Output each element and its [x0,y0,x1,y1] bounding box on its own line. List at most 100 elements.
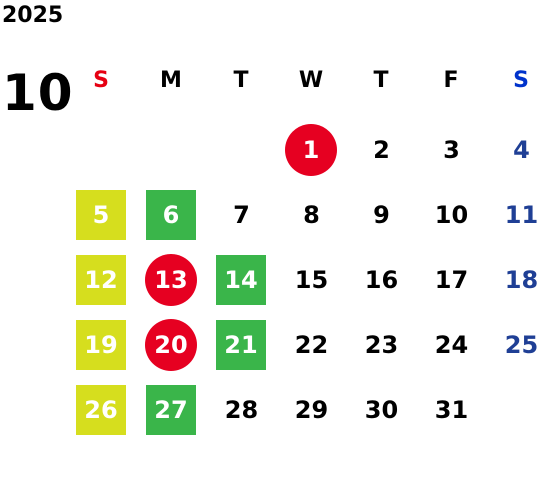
day-number-holder: 28 [216,385,267,436]
red-circle-marker: 13 [145,254,197,306]
calendar-year: 2025 [2,3,64,28]
day-number: 6 [162,200,180,229]
calendar-day[interactable]: 17 [416,248,486,313]
day-number: 18 [504,266,539,294]
calendar-day[interactable]: 15 [276,248,346,313]
day-number: 19 [84,330,118,359]
day-number-holder: 16 [356,255,407,306]
day-number-holder: 17 [426,255,477,306]
calendar-month: 10 [2,64,74,122]
day-number-holder: 2 [356,125,407,176]
day-number-holder: 7 [216,190,267,241]
day-number: 24 [434,331,469,359]
day-number-holder: 15 [286,255,337,306]
yellow-square-marker: 12 [76,255,126,305]
calendar-day[interactable]: 26 [66,378,136,443]
calendar-day[interactable]: 1 [276,118,346,183]
day-number: 23 [364,331,399,359]
day-number: 5 [92,200,110,229]
day-number: 21 [224,330,258,359]
calendar-day[interactable]: 24 [416,313,486,378]
calendar-day[interactable]: 4 [486,118,548,183]
calendar-day[interactable]: 16 [346,248,416,313]
day-number: 9 [373,201,390,229]
yellow-square-marker: 26 [76,385,126,435]
day-number: 10 [434,201,469,229]
calendar-day[interactable]: 13 [136,248,206,313]
calendar-day[interactable]: 27 [136,378,206,443]
calendar-day[interactable]: 23 [346,313,416,378]
calendar-day[interactable]: 7 [206,183,276,248]
calendar-day[interactable]: 3 [416,118,486,183]
red-circle-marker: 1 [285,124,337,176]
calendar-day[interactable]: 10 [416,183,486,248]
weekday-wednesday: W [298,68,324,93]
calendar-day[interactable]: 2 [346,118,416,183]
day-number-holder: 3 [426,125,477,176]
calendar-day[interactable]: 14 [206,248,276,313]
calendar-day[interactable]: 5 [66,183,136,248]
day-number: 14 [224,265,258,294]
day-number-holder: 18 [496,255,547,306]
day-number: 4 [513,136,530,164]
yellow-square-marker: 19 [76,320,126,370]
green-square-marker: 21 [216,320,266,370]
green-square-marker: 6 [146,190,196,240]
weekday-tuesday: T [233,68,249,93]
weekday-thursday: T [373,68,389,93]
calendar-day[interactable]: 22 [276,313,346,378]
weekday-header: S M T W T F S [66,64,548,98]
day-number-holder: 29 [286,385,337,436]
day-number: 13 [154,265,188,294]
yellow-square-marker: 5 [76,190,126,240]
day-number-holder: 8 [286,190,337,241]
green-square-marker: 27 [146,385,196,435]
day-number-holder: 25 [496,320,547,371]
day-number: 20 [154,330,188,359]
day-number-holder: 10 [426,190,477,241]
day-number: 22 [294,331,329,359]
day-number-holder: 30 [356,385,407,436]
day-number: 31 [434,396,469,424]
calendar-day[interactable]: 28 [206,378,276,443]
calendar-day[interactable]: 31 [416,378,486,443]
day-number: 7 [233,201,250,229]
day-number-holder: 24 [426,320,477,371]
calendar-day[interactable]: 20 [136,313,206,378]
calendar-day[interactable]: 11 [486,183,548,248]
day-number: 3 [443,136,460,164]
day-number: 17 [434,266,469,294]
day-number: 27 [154,395,188,424]
day-number: 25 [504,331,539,359]
day-number: 2 [373,136,390,164]
calendar-day[interactable]: 25 [486,313,548,378]
calendar-day[interactable]: 21 [206,313,276,378]
calendar-day[interactable]: 18 [486,248,548,313]
day-number-holder: 11 [496,190,547,241]
weekday-saturday: S [513,68,529,93]
weekday-sunday: S [93,68,109,93]
day-number-holder: 22 [286,320,337,371]
calendar-day[interactable]: 12 [66,248,136,313]
day-number: 11 [504,201,539,229]
day-number: 28 [224,396,259,424]
calendar-day[interactable]: 8 [276,183,346,248]
day-number: 15 [294,266,329,294]
day-number: 16 [364,266,399,294]
calendar-day[interactable]: 29 [276,378,346,443]
day-number: 29 [294,396,329,424]
day-number: 26 [84,395,118,424]
day-number-holder: 4 [496,125,547,176]
weekday-monday: M [160,68,182,93]
day-number-holder: 23 [356,320,407,371]
red-circle-marker: 20 [145,319,197,371]
calendar-day[interactable]: 30 [346,378,416,443]
calendar-day[interactable]: 19 [66,313,136,378]
day-number: 30 [364,396,399,424]
day-number: 1 [302,135,320,164]
calendar-day[interactable]: 6 [136,183,206,248]
calendar-day[interactable]: 9 [346,183,416,248]
green-square-marker: 14 [216,255,266,305]
day-number-holder: 9 [356,190,407,241]
